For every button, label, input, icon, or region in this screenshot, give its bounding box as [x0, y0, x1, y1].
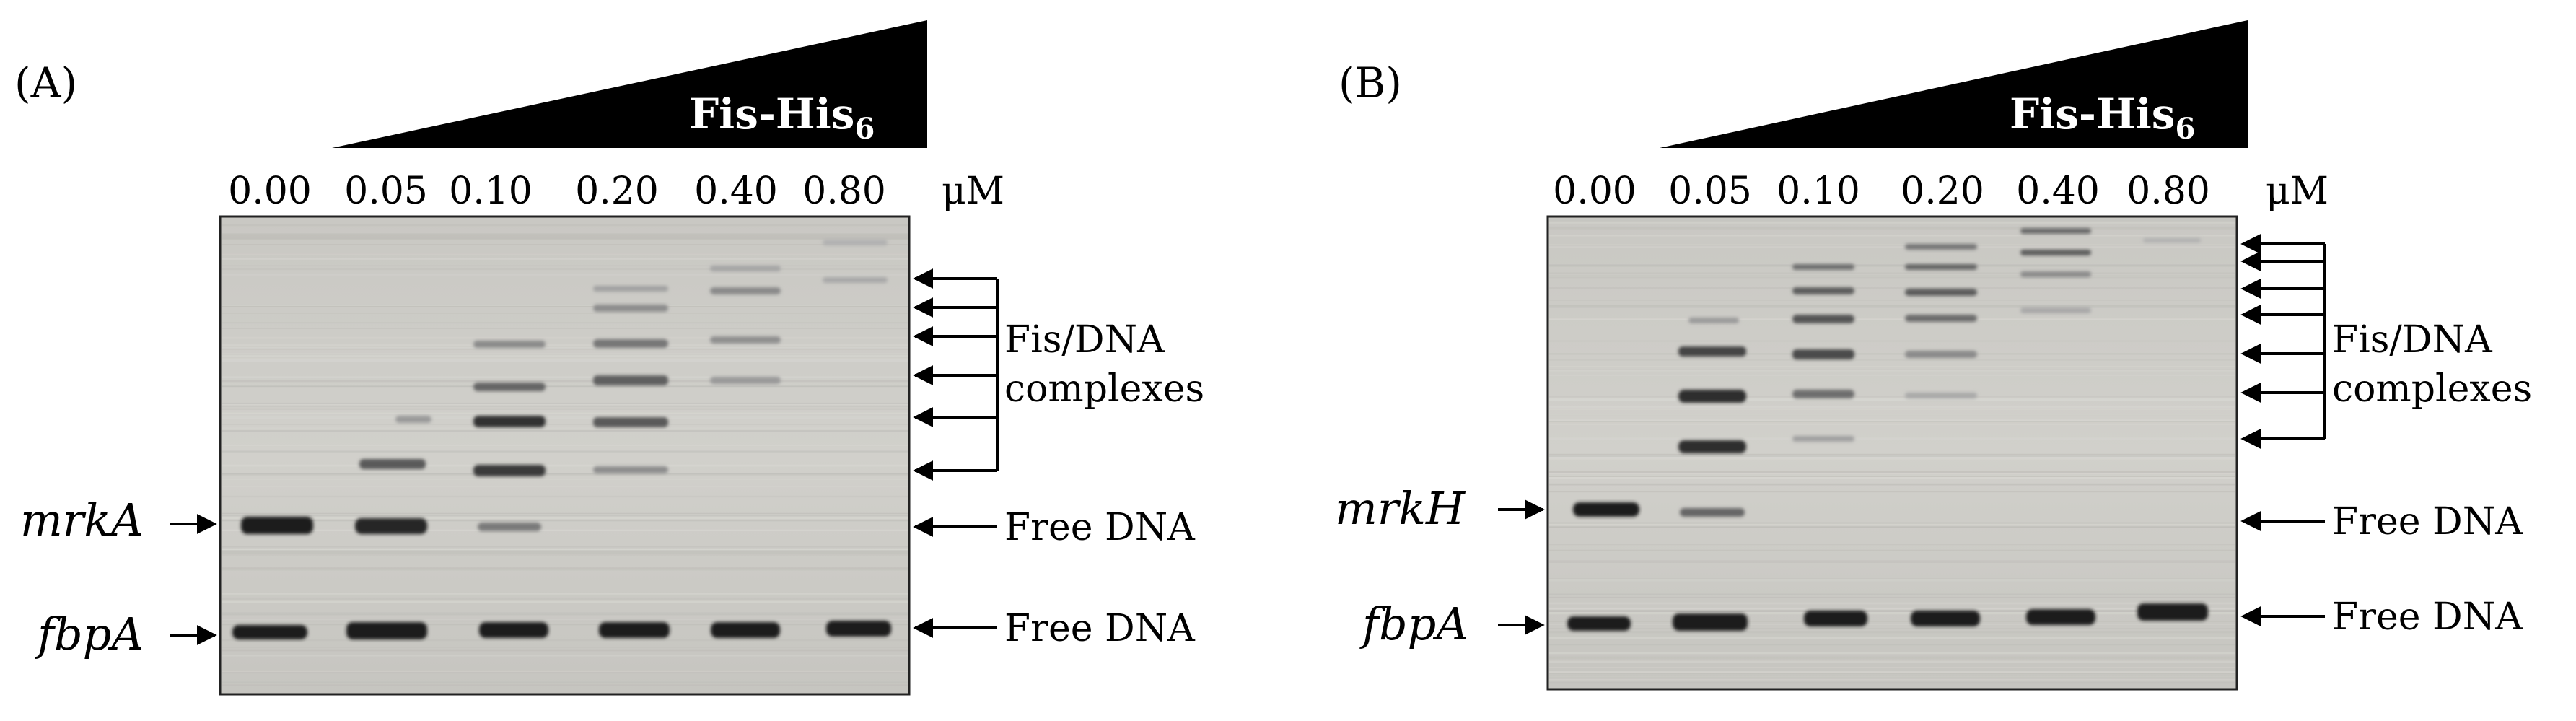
panel-a-band-complex — [593, 417, 668, 427]
panel-a-band-complex — [395, 416, 431, 423]
panel-a-lane-label: 0.20 — [575, 170, 659, 213]
panel-a-band-complex — [473, 341, 546, 348]
panel-b: (B) Fis-His6 0.00 0.05 0.10 0.20 0.40 0.… — [1335, 20, 2532, 691]
panel-b-band-control — [1567, 616, 1631, 631]
panel-b-band-complex — [1905, 351, 1977, 358]
panel-a-band-control — [232, 625, 307, 639]
panel-a-unit: μM — [942, 170, 1004, 213]
panel-b-band-complex — [1678, 440, 1746, 453]
panel-a-control-gene-label: fbpA — [35, 608, 144, 660]
panel-a-complex-label-line1: Fis/DNA — [1004, 318, 1165, 362]
panel-b-free-control-label: Free DNA — [2332, 595, 2523, 639]
panel-b-band-control — [2026, 609, 2095, 625]
panel-a-band-complex — [359, 459, 426, 469]
panel-b-band-complex — [1905, 315, 1977, 322]
panel-b-lane-label: 0.40 — [2016, 170, 2100, 213]
panel-b-complex-label-line2: complexes — [2332, 367, 2532, 411]
panel-a-band-control — [826, 621, 891, 637]
panel-b-free-target-label: Free DNA — [2332, 500, 2523, 543]
panel-b-complex-arrows — [2240, 234, 2326, 449]
panel-a-band-complex — [593, 375, 668, 385]
panel-a-band-free-target — [355, 518, 427, 534]
panel-a-band-complex — [710, 287, 781, 294]
panel-a-band-control — [711, 622, 780, 638]
panel-b-complex-label-line1: Fis/DNA — [2332, 318, 2493, 362]
panel-b-band-complex — [1905, 264, 1977, 270]
panel-b-lane-label: 0.05 — [1668, 170, 1752, 213]
panel-b-lane-label: 0.00 — [1553, 170, 1637, 213]
panel-b-band-complex — [1792, 315, 1854, 323]
panel-b-unit: μM — [2266, 170, 2329, 213]
panel-a-lane-label: 0.05 — [344, 170, 428, 213]
panel-b-lane-labels: 0.00 0.05 0.10 0.20 0.40 0.80 — [1553, 170, 2210, 213]
panel-a-complex-arrows — [913, 268, 999, 481]
panel-a-label: (A) — [14, 58, 77, 108]
panel-a-lane-label: 0.40 — [694, 170, 778, 213]
panel-a-band-complex — [593, 286, 668, 292]
panel-b-band-complex — [2020, 307, 2091, 313]
panel-a-band-control — [346, 622, 427, 639]
panel-a-concentration-wedge — [332, 20, 927, 148]
panel-b-control-gene-label: fbpA — [1359, 598, 1468, 650]
panel-a-band-complex — [710, 266, 781, 271]
panel-b-concentration-wedge — [1660, 20, 2248, 148]
panel-b-band-control — [2137, 603, 2208, 621]
panel-b-band-complex — [1905, 289, 1977, 296]
panel-b-band-complex — [1905, 244, 1977, 250]
panel-b-band-complex — [1688, 318, 1739, 323]
panel-b-protein-label: Fis-His6 — [2010, 89, 2195, 146]
panel-b-lane-label: 0.10 — [1777, 170, 1860, 213]
panel-a-band-control — [599, 622, 670, 638]
panel-a-band-free-target — [241, 517, 313, 534]
panel-a-lane-labels: 0.00 0.05 0.10 0.20 0.40 0.80 — [228, 170, 886, 213]
panel-a-band-complex — [473, 383, 546, 391]
panel-a: (A) Fis-His6 0.00 0.05 0.10 0.20 0.40 0.… — [14, 20, 1204, 696]
panel-b-band-complex — [1792, 436, 1854, 442]
panel-b-band-control — [1673, 613, 1748, 631]
panel-a-band-complex — [710, 336, 781, 344]
panel-b-band-complex — [1792, 349, 1854, 359]
panel-b-band-control — [1804, 611, 1867, 626]
panel-a-lane-label: 0.80 — [802, 170, 886, 213]
panel-b-band-complex — [1905, 393, 1977, 398]
panel-b-band-complex — [2020, 250, 2091, 255]
panel-a-free-target-label: Free DNA — [1004, 506, 1196, 549]
panel-b-band-complex — [1678, 346, 1746, 357]
panel-a-band-complex — [710, 377, 781, 384]
panel-b-band-complex — [2020, 228, 2091, 234]
panel-b-band-complex — [1792, 264, 1854, 270]
panel-b-band-complex — [2020, 271, 2091, 277]
panel-a-band-complex — [473, 465, 546, 476]
panel-b-label: (B) — [1339, 58, 1402, 108]
panel-a-gel — [219, 215, 911, 696]
panel-b-band-control — [1911, 611, 1980, 626]
panel-b-band-complex — [1792, 390, 1854, 398]
panel-a-band-complex — [593, 466, 668, 473]
panel-a-lane-label: 0.10 — [449, 170, 533, 213]
panel-a-target-gene-label: mrkA — [20, 494, 144, 546]
panel-a-band-complex — [593, 339, 668, 348]
panel-b-band-complex — [1678, 390, 1746, 403]
panel-b-band-complex — [1792, 287, 1854, 294]
panel-a-band-control — [479, 622, 548, 638]
panel-a-band-complex — [823, 240, 888, 245]
panel-b-lane-label: 0.20 — [1901, 170, 1984, 213]
panel-a-lane-label: 0.00 — [228, 170, 312, 213]
panel-b-lane-label: 0.80 — [2126, 170, 2210, 213]
panel-b-target-gene-label: mrkH — [1335, 482, 1466, 535]
panel-b-band-complex — [2143, 238, 2201, 242]
panel-b-band-free-target — [1573, 502, 1639, 517]
panel-a-band-complex — [473, 416, 546, 427]
panel-a-protein-label: Fis-His6 — [689, 89, 875, 146]
panel-a-band-complex — [823, 277, 888, 283]
panel-a-band-free-target — [478, 523, 541, 531]
panel-a-complex-label-line2: complexes — [1004, 367, 1204, 411]
panel-a-free-control-label: Free DNA — [1004, 607, 1196, 650]
panel-a-band-complex — [593, 305, 668, 312]
panel-b-gel — [1546, 215, 2238, 691]
panel-b-band-free-target — [1680, 508, 1745, 517]
